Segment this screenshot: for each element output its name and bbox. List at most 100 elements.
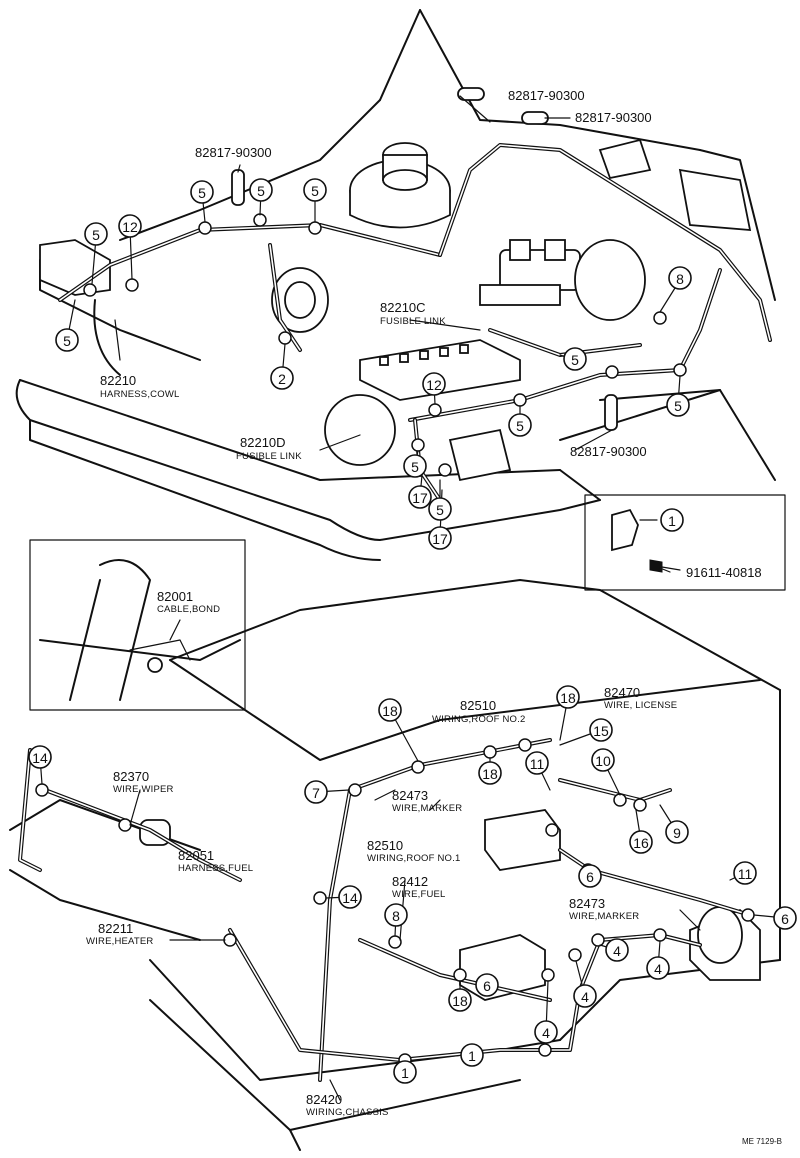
part-number-label: 82510	[460, 698, 496, 713]
callout-circle	[525, 751, 549, 775]
callout-number: 4	[654, 961, 662, 977]
callout-4: 4	[605, 938, 629, 962]
callout-circle	[665, 820, 689, 844]
callout-circle	[629, 830, 653, 854]
callout-circle	[378, 698, 402, 722]
callout-circle	[190, 180, 214, 204]
callout-15: 15	[589, 718, 613, 742]
callout-number: 5	[436, 502, 444, 518]
callout-circle	[573, 984, 597, 1008]
callout-18: 18	[378, 698, 402, 722]
callout-5: 5	[428, 497, 452, 521]
callout-number: 5	[92, 227, 100, 243]
callout-5: 5	[84, 222, 108, 246]
callout-1: 1	[460, 1043, 484, 1067]
callout-11: 11	[525, 751, 549, 775]
callout-circle	[666, 393, 690, 417]
callout-5: 5	[666, 393, 690, 417]
callout-circle	[270, 366, 294, 390]
part-name-label: WIRE,MARKER	[392, 803, 462, 814]
callout-17: 17	[428, 526, 452, 550]
callout-number: 5	[411, 459, 419, 475]
callout-number: 4	[581, 989, 589, 1005]
callout-number: 4	[613, 943, 621, 959]
callout-circle	[28, 745, 52, 769]
callout-7: 7	[304, 780, 328, 804]
callout-number: 11	[738, 866, 753, 882]
callout-circle	[475, 973, 499, 997]
callout-number: 6	[586, 869, 594, 885]
part-name-label: HARNESS,COWL	[100, 389, 179, 400]
callout-number: 12	[122, 219, 138, 235]
callout-5: 5	[249, 178, 273, 202]
callout-8: 8	[384, 903, 408, 927]
callout-number: 1	[668, 513, 676, 529]
cable-bond-detail-box	[29, 539, 246, 711]
callout-16: 16	[629, 830, 653, 854]
callout-8: 8	[668, 266, 692, 290]
callout-17: 17	[408, 485, 432, 509]
callout-number: 5	[63, 333, 71, 349]
part-number-label: 91611-40818	[686, 565, 762, 580]
callout-circle	[668, 266, 692, 290]
callout-circle	[646, 956, 670, 980]
part-name-label: CABLE,BOND	[157, 604, 220, 615]
chassis-drawing	[9, 579, 781, 1151]
part-name-label: FUSIBLE LINK	[380, 316, 446, 327]
callout-circle	[384, 903, 408, 927]
callout-circle	[408, 485, 432, 509]
callout-18: 18	[478, 761, 502, 785]
part-number-label: 82473	[569, 896, 605, 911]
part-name-label: WIRE,HEATER	[86, 936, 153, 947]
callout-number: 10	[595, 753, 611, 769]
callout-number: 5	[674, 398, 682, 414]
callout-18: 18	[448, 988, 472, 1012]
callout-circle	[589, 718, 613, 742]
part-number-label: 82817-90300	[195, 145, 272, 160]
part-labels: 82817-90300 82817-90300 82817-90300 8221…	[86, 88, 782, 1146]
callout-6: 6	[578, 864, 602, 888]
callout-number: 8	[392, 908, 400, 924]
callout-circle	[605, 938, 629, 962]
callout-number: 6	[781, 911, 789, 927]
callout-circle	[304, 780, 328, 804]
bolt-detail-box	[584, 494, 786, 591]
callout-14: 14	[28, 745, 52, 769]
callout-circle	[403, 454, 427, 478]
callout-11: 11	[733, 861, 757, 885]
callout-number: 16	[633, 835, 649, 851]
callout-circle	[428, 497, 452, 521]
callout-circle	[448, 988, 472, 1012]
callout-number: 11	[530, 756, 545, 772]
callout-number: 5	[257, 183, 265, 199]
part-number-label: 82510	[367, 838, 403, 853]
part-name-label: WIRING,ROOF NO.1	[367, 853, 460, 864]
part-number-label: 82210D	[240, 435, 286, 450]
callout-number: 12	[426, 377, 442, 393]
callout-circle	[478, 761, 502, 785]
callout-6: 6	[475, 973, 499, 997]
callout-circle	[578, 864, 602, 888]
part-number-label: 82210C	[380, 300, 426, 315]
callout-14: 14	[338, 885, 362, 909]
part-number-label: 82412	[392, 874, 428, 889]
callout-circle	[118, 214, 142, 238]
callout-circle	[55, 328, 79, 352]
callout-number: 7	[312, 785, 320, 801]
part-number-label: 82001	[157, 589, 193, 604]
callout-circle	[534, 1020, 558, 1044]
callout-circle	[460, 1043, 484, 1067]
callout-number: 18	[382, 703, 398, 719]
engine-compartment-drawing	[15, 9, 776, 561]
callout-circle	[591, 748, 615, 772]
part-name-label: WIRING,ROOF NO.2	[432, 714, 525, 725]
callout-circle	[556, 685, 580, 709]
callout-number: 17	[412, 490, 428, 506]
callout-12: 12	[422, 372, 446, 396]
callout-number: 14	[342, 890, 358, 906]
callout-circle	[508, 413, 532, 437]
callout-circle	[660, 508, 684, 532]
callout-number: 5	[311, 183, 319, 199]
